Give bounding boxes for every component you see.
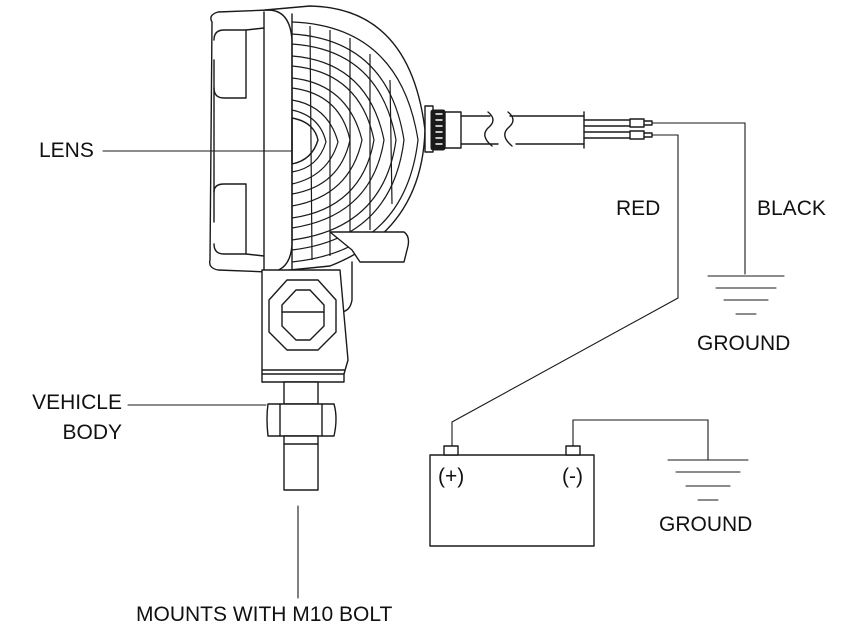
battery — [429, 445, 595, 547]
lens-label: LENS — [39, 139, 94, 162]
ground-symbol-top — [707, 275, 785, 315]
mount-note-label: MOUNTS WITH M10 BOLT — [136, 603, 393, 626]
red-wire-label: RED — [616, 197, 661, 220]
vehicle-body-label-line2: BODY — [62, 421, 122, 444]
cable — [424, 105, 653, 153]
lamp-housing — [180, 5, 426, 313]
wires — [451, 122, 746, 461]
mount-bracket — [261, 269, 349, 599]
vehicle-body-label-line1: VEHICLE — [32, 391, 122, 414]
battery-positive-label: (+) — [438, 465, 465, 488]
black-wire-label: BLACK — [757, 197, 826, 220]
ground-label-top: GROUND — [697, 332, 791, 355]
battery-negative-label: (-) — [562, 465, 583, 488]
ground-label-bottom: GROUND — [659, 513, 753, 536]
ground-symbol-bottom — [667, 459, 749, 501]
